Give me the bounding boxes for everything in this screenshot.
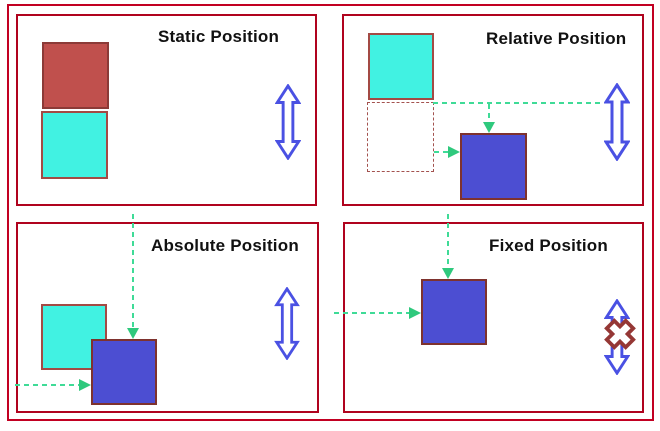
- cyan-box-static: [41, 111, 108, 179]
- blue-box-absolute: [91, 339, 157, 405]
- offset-arrowhead-absolute-down: [127, 328, 139, 339]
- panel-title-static: Static Position: [158, 27, 280, 46]
- offset-arrow-absolute-left-line: [15, 384, 80, 386]
- outer-frame: [7, 4, 654, 421]
- offset-arrow-absolute-drop-line: [132, 214, 134, 328]
- offset-arrow-relative-top-line: [433, 102, 600, 104]
- offset-arrow-fixed-drop-line: [447, 214, 449, 268]
- offset-arrowhead-relative-down: [483, 122, 495, 133]
- offset-arrow-relative-left-line: [434, 151, 450, 153]
- panel-absolute: [16, 222, 319, 413]
- scroll-arrow-icon: [275, 84, 301, 160]
- offset-arrow-relative-drop-line: [488, 104, 490, 123]
- offset-arrowhead-relative-right: [448, 146, 460, 158]
- blue-box-fixed: [421, 279, 487, 345]
- offset-arrowhead-fixed-right: [409, 307, 421, 319]
- offset-arrowhead-fixed-down: [442, 268, 454, 279]
- panel-title-fixed: Fixed Position: [489, 236, 608, 255]
- cyan-box-relative: [368, 33, 434, 100]
- red-box: [42, 42, 109, 109]
- ghost-placeholder-box: [367, 102, 434, 172]
- no-scroll-x-icon: [604, 318, 636, 350]
- scroll-arrow-icon: [604, 83, 630, 161]
- offset-arrow-fixed-left-line: [334, 312, 410, 314]
- scroll-arrow-icon: [274, 287, 300, 360]
- panel-title-absolute: Absolute Position: [151, 236, 299, 255]
- offset-arrowhead-absolute-right: [79, 379, 91, 391]
- panel-fixed: [343, 222, 644, 413]
- panel-title-relative: Relative Position: [486, 29, 627, 48]
- blue-box-relative: [460, 133, 527, 200]
